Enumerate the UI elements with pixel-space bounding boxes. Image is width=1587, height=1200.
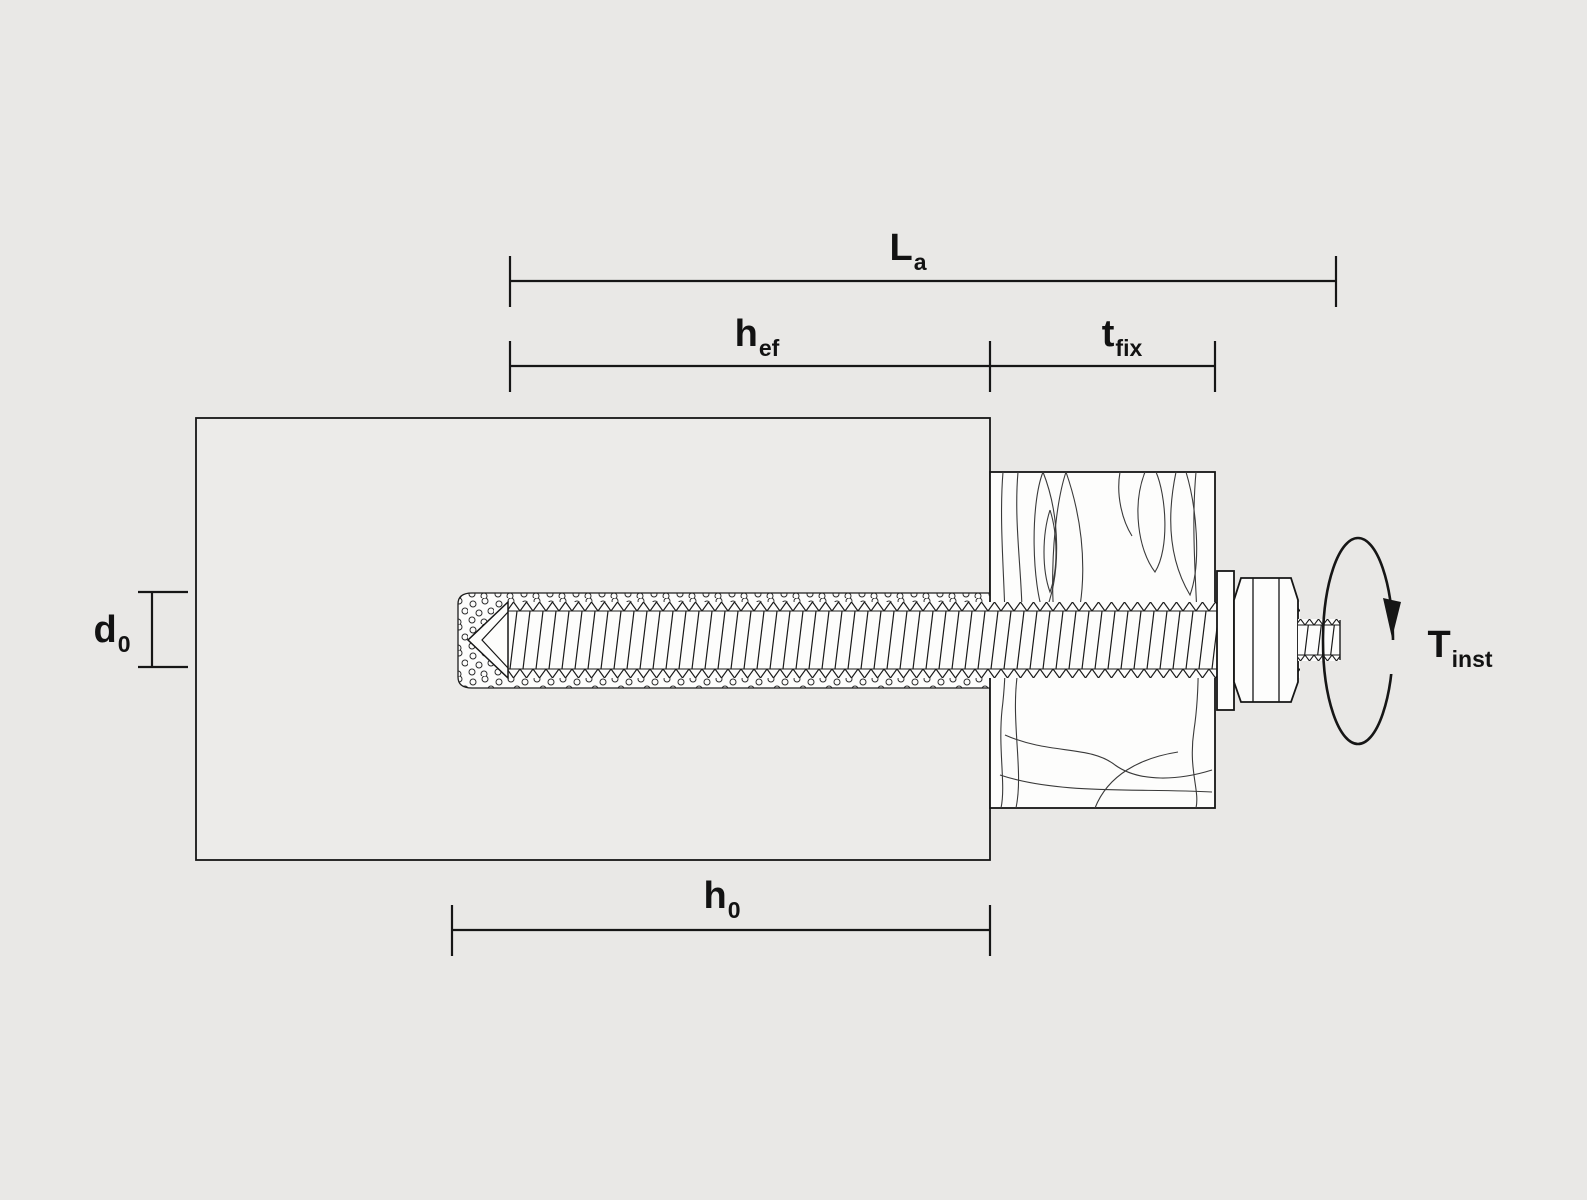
label-d0-sub: 0 [117, 631, 131, 657]
rotation-arc-gap [1376, 640, 1402, 674]
label-h0-sub: 0 [727, 897, 741, 923]
label-d0-base: d [93, 609, 117, 651]
rod-thread-crests-bottom [506, 669, 1300, 678]
label-Tinst-sub: inst [1451, 646, 1493, 672]
rod-tip [466, 600, 509, 680]
dimension-label-h0: h0 [703, 875, 740, 922]
threaded-rod [466, 600, 1300, 680]
torque-label-Tinst: Tinst [1427, 624, 1492, 671]
label-tfix-sub: fix [1115, 335, 1143, 361]
label-La-sub: a [913, 249, 927, 275]
dimension-label-tfix: tfix [1101, 313, 1143, 360]
label-hef-sub: ef [758, 335, 780, 361]
dimension-label-La: La [889, 227, 926, 274]
dimension-label-hef: hef [734, 313, 780, 360]
dimension-label-d0: d0 [93, 609, 130, 656]
rotation-arrowhead-icon [1383, 598, 1401, 638]
label-tfix-base: t [1101, 313, 1115, 355]
label-h0-base: h [703, 875, 727, 917]
label-hef-base: h [734, 313, 758, 355]
torque-rotation-arrow [1321, 536, 1402, 746]
washer [1216, 570, 1235, 711]
rod-thread-crests-top [506, 602, 1300, 611]
hex-nut [1233, 577, 1299, 703]
rod-protruding-end [1298, 619, 1341, 661]
dimension-lines [138, 256, 1338, 956]
rod-thread-flanks [506, 611, 1300, 669]
label-La-base: L [889, 227, 913, 269]
label-Tinst-base: T [1427, 624, 1451, 666]
